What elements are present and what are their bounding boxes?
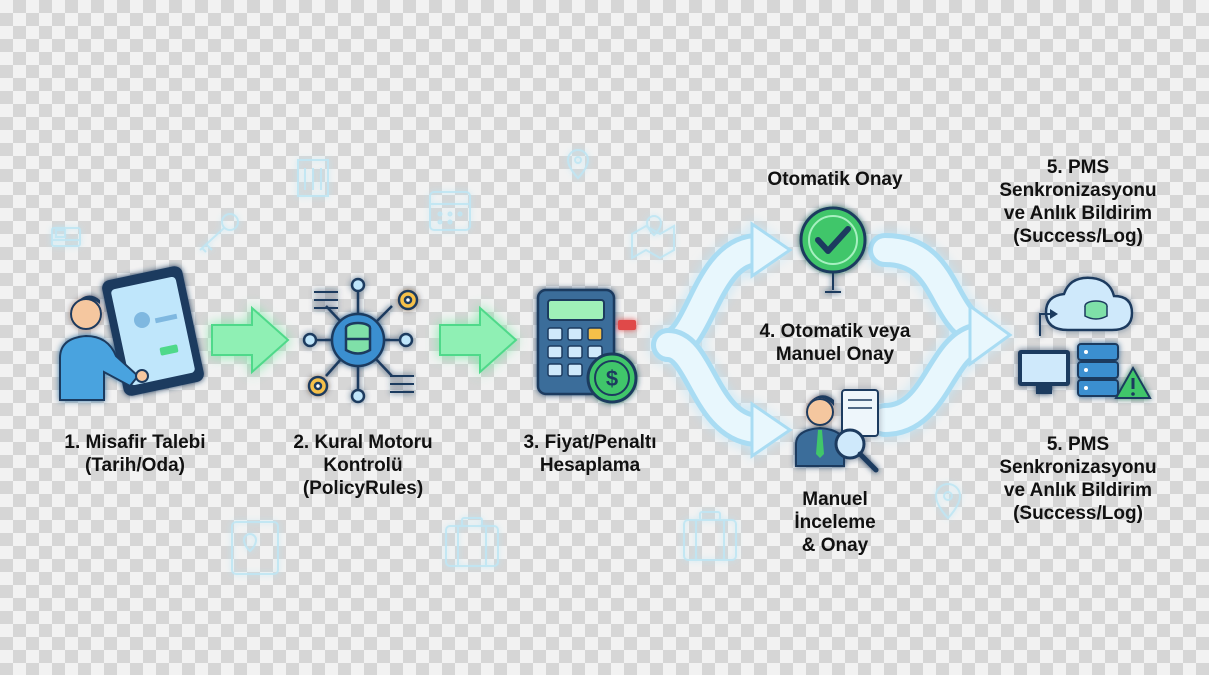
arrow-head-auto [750, 221, 793, 279]
bg-pin-icon-2 [934, 482, 962, 520]
auto-approve-label: Otomatik Onay [767, 169, 903, 190]
bg-suitcase-icon [445, 517, 499, 567]
user-tablet-icon [59, 266, 204, 401]
branch-arrows [651, 221, 1013, 459]
server-cloud-monitor-icon [1018, 276, 1152, 399]
bg-map-pin-icon [566, 148, 590, 180]
bg-calendar-icon [429, 191, 471, 231]
bg-building-icon [297, 159, 329, 197]
calculator-dollar-icon: $ [536, 288, 638, 404]
arrow-step2-to-step3 [439, 305, 518, 375]
arrow-head-pms [968, 303, 1013, 367]
gear-icon [397, 289, 419, 311]
gear-icon-2 [307, 375, 329, 397]
list-icon [314, 291, 338, 309]
svg-text:$: $ [606, 366, 618, 391]
bg-map-icon-2 [231, 521, 279, 575]
bg-decor [51, 148, 962, 575]
bg-suitcase-icon-2 [683, 511, 737, 561]
list-icon-2 [390, 375, 414, 393]
bg-map-icon [631, 214, 675, 260]
arrow-step1-to-step2 [211, 305, 290, 375]
bg-bed-icon [51, 227, 81, 247]
rules-engine-icon [302, 277, 419, 404]
reviewer-magnifier-icon [795, 389, 879, 473]
step1-label: 1. Misafir Talebi(Tarih/Oda) [64, 432, 206, 476]
bg-key-icon [199, 213, 239, 253]
arrow-head-manual [750, 401, 793, 459]
checkmark-icon [799, 206, 867, 293]
